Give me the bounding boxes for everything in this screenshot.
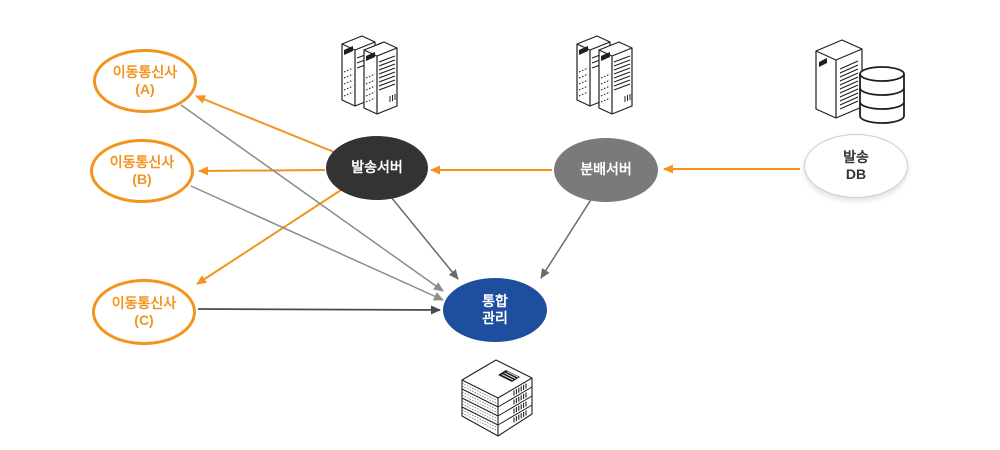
node-label: 발송: [843, 148, 869, 165]
node-carrier-b: 이동통신사 (B): [90, 139, 194, 203]
edge-dist-to-mgmt: [540, 197, 593, 279]
twin-tower-server-icon: [568, 26, 652, 122]
node-label: (A): [135, 81, 155, 97]
node-label: DB: [845, 166, 867, 182]
edge-carrier-a-to-mgmt: [180, 104, 444, 292]
edge-send-to-carrier-b: [198, 166, 326, 176]
node-carrier-c: 이동통신사 (C): [92, 279, 196, 345]
node-label: 이동통신사: [112, 63, 178, 80]
edge-send-to-carrier-a: [195, 95, 335, 153]
edge-send-to-carrier-c: [196, 189, 342, 285]
node-label: 이동통신사: [111, 294, 177, 311]
twin-tower-server-icon: [333, 26, 417, 122]
node-carrier-a: 이동통신사 (A): [93, 49, 197, 113]
edge-carrier-b-to-mgmt: [190, 185, 444, 301]
edge-carrier-c-to-mgmt: [197, 305, 441, 315]
node-label: (B): [132, 171, 152, 187]
edge-send-to-mgmt: [390, 196, 459, 280]
node-send-db: 발송 DB: [804, 134, 908, 198]
node-label: (C): [134, 312, 154, 328]
node-label: 관리: [482, 310, 508, 326]
rack-server-icon: [456, 350, 540, 442]
node-label: 분배서버: [580, 161, 632, 178]
node-send-server: 발송서버: [326, 136, 428, 200]
server-database-icon: [800, 36, 908, 130]
node-label: 이동통신사: [109, 153, 175, 170]
node-label: 발송서버: [351, 159, 403, 176]
node-integrated-management: 통합 관리: [443, 278, 547, 342]
node-distribution-server: 분배서버: [554, 138, 658, 202]
node-label: 통합: [482, 292, 508, 309]
